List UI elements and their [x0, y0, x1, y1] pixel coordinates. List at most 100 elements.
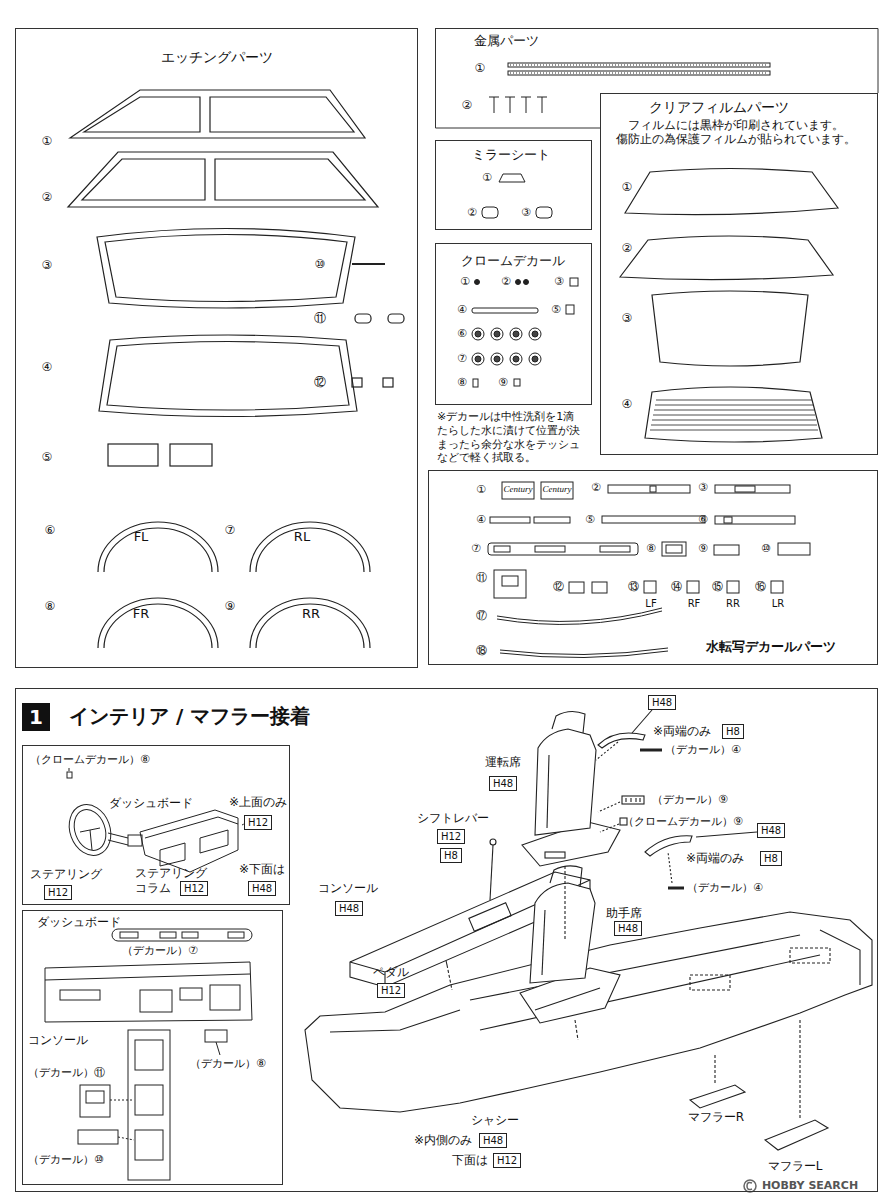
paint-code: H8 [726, 725, 740, 738]
chrome-decal [472, 328, 484, 340]
interior-illustration [600, 824, 619, 832]
etching-part [97, 229, 355, 309]
part-name: （デカール）⑦ [122, 944, 198, 958]
interior-illustration [790, 948, 830, 963]
callout-number: ① [475, 61, 486, 76]
etching-part [352, 378, 362, 387]
water-decal [650, 486, 656, 492]
callout-number: ⑯ [755, 580, 766, 594]
clear-film [625, 169, 838, 215]
dashboard-console-illustration [86, 1091, 104, 1103]
callout-number: ③ [554, 275, 564, 289]
chrome-decal [510, 353, 522, 365]
paint-code: H8 [764, 852, 778, 865]
paint-code-box: H12 [244, 815, 272, 830]
metal-part [537, 97, 547, 113]
paint-code-box: H12 [377, 983, 405, 998]
chrome-decal [472, 353, 484, 365]
callout-number: ⑩ [315, 257, 326, 272]
callout-number: ⑨ [225, 599, 236, 614]
etching-part [383, 378, 393, 387]
interior-illustration [542, 910, 545, 975]
paint-code: H12 [497, 1154, 517, 1167]
interior-illustration [626, 798, 640, 802]
part-name: FL [134, 529, 149, 545]
part-name: マフラーR [688, 1110, 744, 1125]
chrome-decal [494, 356, 500, 362]
dashboard-illustration [128, 835, 142, 846]
callout-number: ⑥ [457, 327, 467, 341]
water-decal [715, 485, 790, 493]
water-decal [644, 581, 656, 593]
water-decal [535, 546, 565, 552]
chrome-decal [532, 331, 538, 337]
interior-illustration [447, 965, 452, 990]
chrome-decal [472, 308, 538, 313]
panel-edge [436, 29, 879, 129]
paint-code: H12 [48, 886, 68, 899]
etching-part [68, 152, 378, 207]
watermark-icon [747, 1182, 752, 1189]
part-name: （デカール）⑨ [652, 793, 728, 807]
chrome-decal [475, 356, 481, 362]
etching-part [104, 604, 212, 648]
dashboard-console-illustration [80, 1085, 110, 1117]
dashboard-console-illustration [128, 1030, 170, 1180]
interior-illustration [490, 845, 493, 900]
panel-heading: インテリア / マフラー接着 [69, 704, 310, 729]
interior-illustration [535, 988, 600, 1010]
water-decal [497, 608, 662, 621]
paint-code: H48 [483, 1134, 503, 1147]
callout-number: ② [462, 98, 473, 113]
etching-part [105, 235, 347, 302]
callout-number: ⑤ [585, 513, 595, 527]
dashboard-illustration [80, 828, 100, 850]
etching-part [355, 314, 371, 323]
panel-heading: 水転写デカールパーツ [706, 639, 836, 655]
interior-illustration [530, 883, 595, 983]
interior-illustration [535, 729, 596, 835]
dashboard-illustration [140, 810, 238, 872]
interior-illustration [668, 852, 672, 883]
water-decal [724, 517, 732, 523]
interior-illustration [690, 975, 730, 990]
dashboard-console-illustration [112, 929, 252, 941]
callout-number: ⑤ [551, 303, 561, 317]
dashboard-illustration [62, 768, 248, 872]
etching-part [256, 604, 364, 648]
callout-number: ② [622, 241, 633, 256]
interior-illustration [470, 935, 800, 1000]
water-decal [534, 517, 570, 523]
paint-code: H48 [339, 902, 359, 915]
metal-part [489, 97, 499, 113]
callout-number: ⑭ [671, 580, 682, 594]
panel-heading: ミラーシート [472, 147, 550, 163]
watermark-icon [744, 1180, 756, 1192]
dashboard-console-illustration [135, 1085, 163, 1115]
water-decal [735, 486, 755, 492]
callout-number: ⑤ [42, 450, 53, 465]
part-name: （デカール）⑩ [28, 1153, 104, 1167]
water-decal [715, 516, 795, 524]
etching-part [98, 522, 218, 572]
part-name: 運転席 [485, 755, 521, 770]
note: ※両端のみ [653, 724, 711, 739]
chrome-decal [491, 328, 503, 340]
water-decal [490, 517, 530, 523]
paint-code: H48 [652, 696, 672, 709]
chrome-decal [510, 328, 522, 340]
callout-number: ⑩ [761, 542, 771, 556]
panel-box: 水転写デカールパーツ [428, 470, 878, 665]
interior-illustration [596, 742, 618, 760]
note: ※下面は [239, 862, 285, 877]
water-decal [541, 482, 573, 499]
chrome-decal [516, 280, 521, 285]
etching-part [210, 97, 354, 132]
callout-number: ⑧ [45, 599, 56, 614]
etching-part [99, 335, 357, 417]
water-decal [502, 482, 534, 499]
interior-illustration [490, 839, 496, 845]
metal-part [508, 63, 770, 67]
metal-part [521, 97, 531, 113]
paint-code-box: H8 [760, 851, 782, 866]
